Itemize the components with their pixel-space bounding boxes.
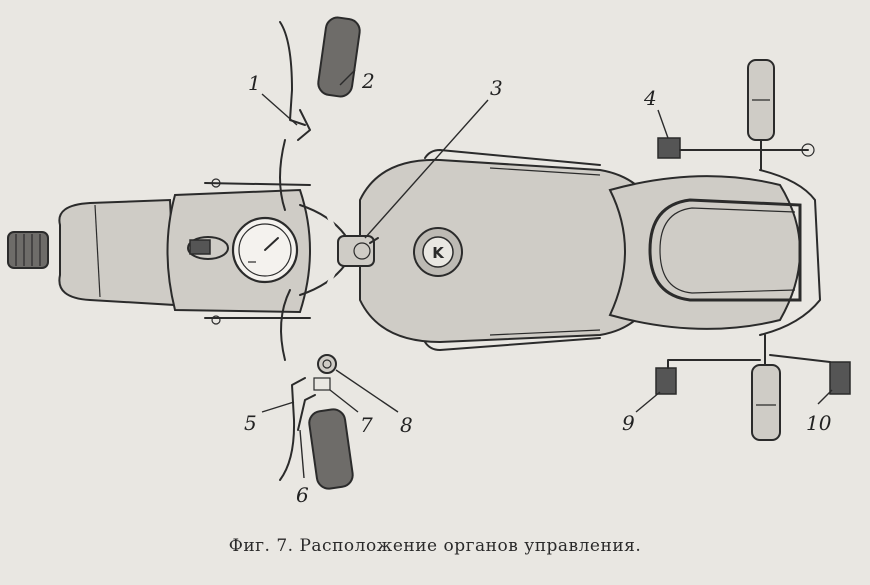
leader-2 xyxy=(339,69,356,86)
label-4: 4 xyxy=(643,86,657,110)
leader-3 xyxy=(364,99,489,239)
label-5: 5 xyxy=(244,411,257,435)
label-7: 7 xyxy=(360,413,373,437)
label-6: 6 xyxy=(296,483,309,507)
kick-starter-4 xyxy=(657,137,815,159)
leader-1 xyxy=(261,93,298,126)
passenger-footrest-top xyxy=(747,59,775,171)
switch-7-8 xyxy=(313,354,337,391)
left-grip xyxy=(308,408,354,490)
passenger-footrest-bottom xyxy=(751,334,781,441)
decompressor-lever-6 xyxy=(297,394,316,431)
front-brake-lever-1 xyxy=(279,21,311,211)
ignition-lock xyxy=(187,236,229,260)
seat xyxy=(608,175,801,330)
leader-10 xyxy=(817,389,833,405)
rear-brake-pedal-9 xyxy=(655,359,761,395)
label-1: 1 xyxy=(248,71,261,95)
tank-cap-letter: K xyxy=(432,244,445,262)
label-2: 2 xyxy=(361,69,375,93)
label-3: 3 xyxy=(490,76,503,100)
front-tyre xyxy=(7,231,49,269)
clutch-lever-5 xyxy=(279,289,306,481)
leader-6 xyxy=(299,429,305,479)
leader-5 xyxy=(261,401,295,413)
speedometer xyxy=(231,216,299,284)
figure-caption: Фиг. 7. Расположение органов управления. xyxy=(228,536,642,556)
label-9: 9 xyxy=(622,411,635,435)
label-10: 10 xyxy=(806,411,832,435)
leader-9 xyxy=(635,391,661,413)
leader-4 xyxy=(657,109,669,139)
tank-cap xyxy=(413,227,463,277)
front-fender xyxy=(58,198,177,307)
label-8: 8 xyxy=(400,413,413,437)
leader-7 xyxy=(329,389,359,413)
steering-damper-3 xyxy=(337,235,379,267)
gear-pedal-10 xyxy=(769,354,851,395)
right-grip-2 xyxy=(317,16,361,98)
leader-8 xyxy=(335,369,399,413)
